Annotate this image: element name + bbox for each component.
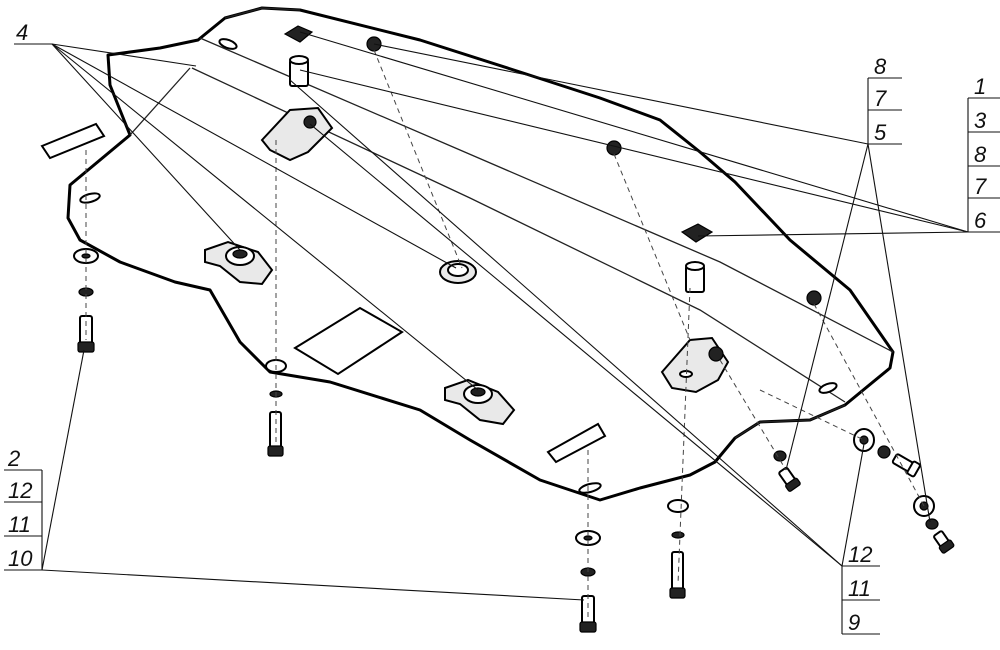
reinforcing-strip	[546, 422, 607, 464]
slot-hole	[218, 38, 238, 50]
callout-label: 9	[848, 610, 860, 635]
mount-bracket-left	[204, 240, 274, 286]
callout-label: 7	[874, 86, 887, 111]
callout-group-left-top: 4	[16, 20, 28, 45]
bolt	[669, 551, 686, 599]
callout-label: 8	[974, 142, 987, 167]
center-grommet-hole	[447, 263, 469, 277]
lock-washer	[925, 518, 939, 530]
assembly-axes	[85, 49, 925, 620]
callout-label: 4	[16, 20, 28, 45]
reinforcing-strip	[40, 122, 106, 160]
hardware	[40, 122, 955, 633]
callout-group-left-bottom: 2 12 11 10	[7, 446, 33, 571]
callout-group-right-upper-far: 1 3 8 7 6	[974, 74, 987, 233]
bolt	[579, 595, 597, 633]
callout-label: 11	[8, 512, 31, 537]
mount-bracket-right	[660, 336, 730, 394]
slot-hole	[79, 192, 101, 204]
front-lip-line	[224, 7, 301, 19]
bolt	[778, 466, 801, 492]
callout-label: 7	[974, 174, 987, 199]
nut	[806, 290, 822, 306]
callout-label: 6	[974, 208, 987, 233]
side-flange	[734, 404, 846, 439]
rear-fold-line-2	[129, 67, 191, 136]
lock-washer	[877, 445, 891, 459]
clip-right	[680, 223, 714, 243]
callout-label: 10	[8, 546, 33, 571]
spacer-top	[289, 55, 309, 87]
slot-hole	[578, 482, 602, 494]
washer	[667, 499, 689, 513]
leader-lines	[4, 31, 1000, 635]
spacer-right	[685, 261, 705, 293]
skid-plate-outline	[66, 6, 895, 502]
mount-bracket-top	[260, 106, 334, 162]
rear-fold-line	[191, 67, 846, 403]
mount-bracket-center	[444, 378, 516, 426]
nut	[606, 140, 622, 156]
lock-washer	[773, 450, 787, 462]
callout-label: 12	[8, 478, 32, 503]
bolt	[933, 530, 955, 554]
slot-hole	[818, 382, 838, 394]
callout-label: 11	[848, 576, 871, 601]
clip-top	[283, 25, 314, 43]
bolt	[267, 411, 284, 457]
callout-label: 3	[974, 108, 987, 133]
callout-label: 5	[874, 120, 887, 145]
callout-group-right-upper-mid: 8 7 5	[874, 54, 887, 145]
lock-washer	[671, 531, 685, 539]
callout-label: 1	[974, 74, 986, 99]
callout-label: 12	[848, 542, 872, 567]
callout-label: 2	[7, 446, 20, 471]
top-fold-line	[199, 37, 894, 353]
access-window	[293, 306, 404, 376]
skid-plate	[66, 6, 895, 502]
bolt	[891, 453, 921, 478]
callout-label: 8	[874, 54, 887, 79]
callout-group-right-bottom: 12 11 9	[848, 542, 872, 635]
